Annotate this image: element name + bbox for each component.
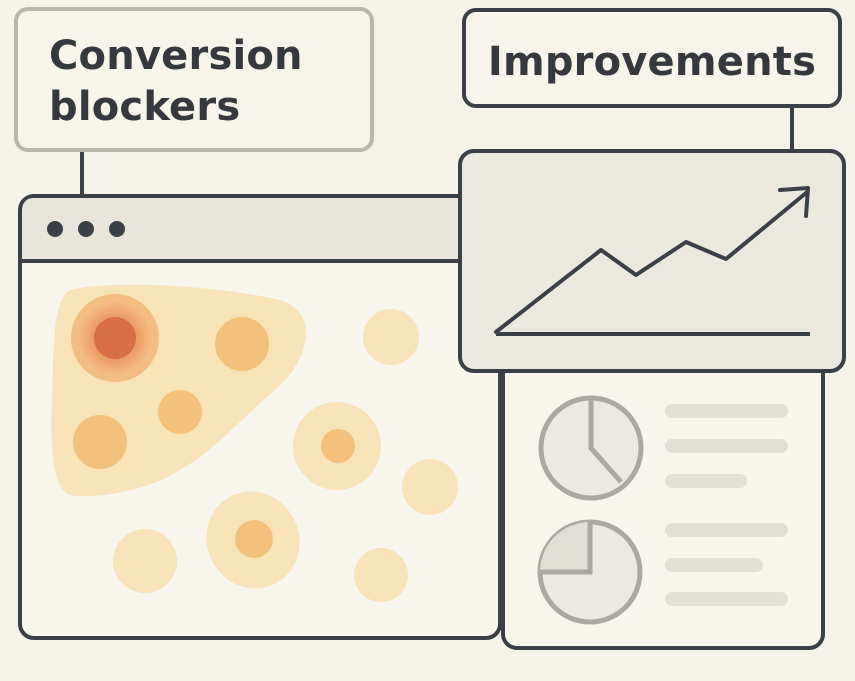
heatmap-spot — [402, 459, 458, 515]
trend-line-chart-icon — [458, 149, 846, 373]
window-dot-icon — [47, 221, 63, 237]
heatmap-spot — [158, 390, 202, 434]
heatmap-spot-core — [235, 520, 273, 558]
upward-arrow-icon — [778, 186, 810, 218]
heatmap-hotspot-core — [94, 317, 136, 359]
heatmap-spot — [73, 415, 127, 469]
text-line-icon — [665, 404, 788, 606]
heatmap-spot-core — [321, 429, 355, 463]
trend-line — [494, 191, 808, 334]
conversion-blockers-label-line: blockers — [49, 84, 241, 130]
improvements-label: Improvements — [462, 8, 842, 108]
report-card — [501, 338, 825, 650]
heatmap-spot — [113, 529, 177, 593]
heatmap-spot — [354, 548, 408, 602]
heatmap-icon — [51, 284, 458, 602]
heatmap-spot — [215, 317, 269, 371]
pie-chart-icon — [538, 395, 644, 501]
conversion-blockers-label: Conversion blockers — [14, 7, 374, 152]
browser-toolbar — [22, 198, 498, 260]
window-dot-icon — [109, 221, 125, 237]
improvements-label-text: Improvements — [487, 39, 817, 85]
pie-chart-icon — [537, 519, 643, 625]
conversion-blockers-label-line: Conversion — [49, 33, 303, 79]
heatmap-spot — [363, 309, 419, 365]
window-dot-icon — [78, 221, 94, 237]
chart-panel-frame — [458, 149, 846, 373]
